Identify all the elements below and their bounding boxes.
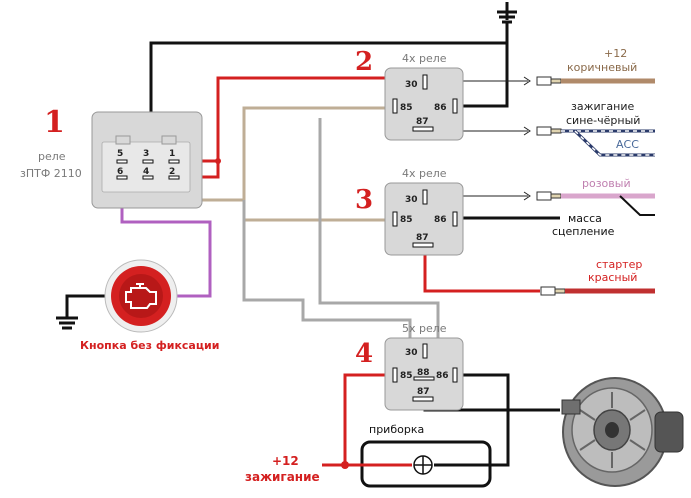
relay3-pin-30: 30 <box>405 195 418 205</box>
label-ignition-line2: сине-чёрный <box>566 114 640 127</box>
relay4-pin-87: 87 <box>417 387 430 397</box>
relay1-caption-line1: реле <box>38 150 66 163</box>
check-engine-button <box>104 259 178 333</box>
label-pribor: приборка <box>369 423 424 436</box>
relay3-pin-85: 85 <box>400 215 413 225</box>
alternator-icon <box>561 377 684 487</box>
relay3-number: 3 <box>355 185 373 215</box>
label-starter-line1: стартер <box>596 258 642 271</box>
red-wire-starter <box>423 248 540 293</box>
relay1-number: 1 <box>44 105 65 140</box>
red-wire-relay4-85 <box>343 373 395 465</box>
relay-1: 5 3 1 6 4 2 <box>91 111 203 209</box>
label-mass-line2: сцепление <box>552 225 615 238</box>
relay4-pin-88: 88 <box>417 368 430 378</box>
check-engine-icon <box>125 283 157 309</box>
relay1-pin-2: 2 <box>169 167 175 177</box>
connector-starter <box>540 286 655 296</box>
relay1-pin-1: 1 <box>169 149 175 159</box>
relay1-pin-6: 6 <box>117 167 123 177</box>
label-starter-line2: красный <box>588 271 637 284</box>
label-acc: АСС <box>616 138 639 151</box>
black-wire-ground <box>149 22 509 152</box>
relay2-type-label: 4х реле <box>402 52 447 65</box>
relay2-number: 2 <box>355 47 373 77</box>
relay1-caption-line2: зПТФ 2110 <box>20 167 82 180</box>
relay-2: 30 85 86 87 <box>384 67 464 141</box>
relay3-type-label: 4х реле <box>402 167 447 180</box>
label-ignition-line1: зажигание <box>571 100 635 113</box>
relay2-pin-86: 86 <box>434 103 447 113</box>
label-plus12-top: +12 <box>604 47 627 60</box>
relay1-pin-3: 3 <box>143 149 149 159</box>
lamp-icon <box>413 455 433 475</box>
black-wire-button-ground <box>65 294 107 318</box>
ground-top-icon <box>497 2 517 24</box>
connector-ignition <box>536 126 655 157</box>
relay-4: 30 85 88 86 87 <box>384 337 464 411</box>
relay1-pin-4: 4 <box>143 167 149 177</box>
relay2-pin-87: 87 <box>416 117 429 127</box>
connector-pink <box>536 191 655 216</box>
ground-left-icon <box>56 316 78 330</box>
relay1-pin-5: 5 <box>117 149 123 159</box>
black-wire-relay2-86 <box>457 43 509 108</box>
label-brown: коричневый <box>567 61 637 74</box>
relay4-pin-30: 30 <box>405 348 418 358</box>
label-plus12-bottom: +12 <box>272 454 299 468</box>
relay4-type-label: 5х реле <box>402 322 447 335</box>
relay4-pin-85: 85 <box>400 371 413 381</box>
label-mass-line1: масса <box>568 212 602 225</box>
button-label: Кнопка без фиксации <box>80 339 219 352</box>
relay4-pin-86: 86 <box>436 371 449 381</box>
relay-3: 30 85 86 87 <box>384 182 464 256</box>
black-wire-relay4-86 <box>457 373 510 467</box>
connector-brown <box>536 76 655 86</box>
relay3-pin-87: 87 <box>416 233 429 243</box>
label-pink: розовый <box>582 177 631 190</box>
relay2-pin-85: 85 <box>400 103 413 113</box>
relay4-number: 4 <box>355 339 373 369</box>
label-ignition-bottom: зажигание <box>245 470 320 484</box>
relay3-pin-86: 86 <box>434 215 447 225</box>
relay2-pin-30: 30 <box>405 80 418 90</box>
